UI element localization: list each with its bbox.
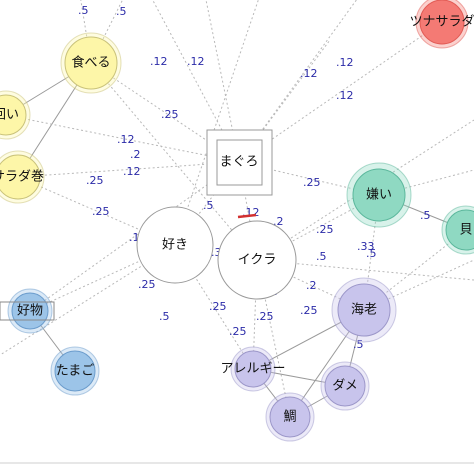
edge-weight-label: .33 [357, 240, 375, 253]
background-edge [238, 0, 357, 163]
edge-weight-label: .5 [78, 4, 89, 17]
edge-saradamaki-maguro [17, 161, 240, 178]
node-mawai[interactable]: 回い [0, 90, 31, 140]
node-shape [324, 365, 366, 407]
edge-weight-label: .5 [420, 209, 431, 222]
node-label: アレルギー [220, 362, 285, 377]
node-shape [0, 94, 27, 136]
edge-weight-label: .12 [150, 55, 168, 68]
red-marker [237, 213, 257, 219]
edge-weight-label: .5 [116, 5, 127, 18]
node-allergy[interactable]: アレルギー [220, 346, 286, 392]
node-label: サラダ巻 [0, 170, 44, 185]
node-tai[interactable]: 鯛 [265, 392, 315, 442]
background-edge [0, 244, 176, 356]
node-suki[interactable]: 好き [136, 206, 214, 284]
node-tamago[interactable]: たまご [50, 346, 100, 396]
edge-weight-label: .25 [209, 300, 227, 313]
edge-weight-label: .5 [316, 250, 327, 263]
node-ikura[interactable]: イクラ [217, 220, 297, 300]
node-saradamaki[interactable]: サラダ巻 [0, 150, 45, 204]
edge-weight-label: .2 [130, 148, 141, 161]
edge-weight-label: .12 [300, 67, 318, 80]
node-label: 嫌い [366, 188, 392, 203]
edge-maguro-ikura [238, 161, 258, 261]
node-label: 好き [162, 238, 188, 253]
node-shape [64, 36, 118, 90]
node-label-box [0, 301, 55, 321]
edge-weight-label: .2 [306, 279, 317, 292]
node-tsuna[interactable]: ツナサラダ [409, 0, 474, 49]
edge-weight-label: .12 [336, 56, 354, 69]
node-shape [216, 139, 263, 186]
background-edge [238, 39, 331, 163]
node-kai[interactable]: 貝 [441, 205, 474, 255]
node-label: 海老 [351, 303, 377, 318]
edge-weight-label: .5 [353, 338, 364, 351]
node-maguro[interactable]: まぐろ [206, 129, 273, 196]
edge-weight-label: .12 [123, 165, 141, 178]
edge-weight-label: .25 [303, 176, 321, 189]
background-edge [378, 169, 474, 196]
node-label: 好物 [17, 304, 43, 319]
background-edge [363, 259, 474, 311]
edge-weight-label: .2 [273, 215, 284, 228]
node-label: たまご [56, 363, 95, 379]
node-shape [234, 350, 272, 388]
node-shape [54, 350, 96, 392]
edge-maguro-tsuna [238, 21, 443, 163]
background-edge [174, 0, 259, 246]
node-label: 食べる [71, 55, 110, 71]
node-ebi[interactable]: 海老 [331, 277, 397, 343]
node-shape [0, 154, 41, 200]
edge-weight-label: .25 [86, 174, 104, 187]
edge-weight-label: .25 [300, 304, 318, 317]
edge-weight-label: .5 [366, 247, 377, 260]
node-shape [352, 168, 406, 222]
edge-weight-label: .5 [203, 199, 214, 212]
node-shape [337, 283, 391, 337]
edge-weight-label: .25 [256, 310, 274, 323]
node-kirai[interactable]: 嫌い [346, 162, 412, 228]
node-label: ダメ [332, 379, 358, 394]
node-shape [445, 209, 474, 251]
background-edge [90, 0, 124, 64]
edge-weight-label: .25 [138, 278, 156, 291]
edge-weight-label: .25 [229, 325, 247, 338]
node-koubutsu[interactable]: 好物 [0, 288, 55, 334]
node-label: 回い [0, 108, 19, 123]
node-label: まぐろ [219, 155, 258, 170]
edge-mawai-maguro [5, 114, 240, 163]
edge-weight-label: .5 [159, 310, 170, 323]
node-label: 鯛 [283, 410, 296, 425]
node-shape [136, 206, 214, 284]
node-taberu[interactable]: 食べる [60, 32, 122, 94]
node-dame[interactable]: ダメ [320, 361, 370, 411]
edge-weight-label: .25 [161, 108, 179, 121]
edge-weight-label: .25 [316, 223, 334, 236]
node-label: ツナサラダ [409, 15, 474, 30]
node-shape [269, 396, 311, 438]
node-label: イクラ [238, 253, 277, 268]
node-shape [217, 220, 297, 300]
edge-weight-label: .25 [92, 205, 110, 218]
node-shape [419, 0, 465, 45]
edge-weight-label: .12 [187, 55, 205, 68]
node-label: 貝 [459, 223, 472, 238]
edge-weight-label: .12 [336, 89, 354, 102]
edge-weight-label: .12 [117, 133, 135, 146]
